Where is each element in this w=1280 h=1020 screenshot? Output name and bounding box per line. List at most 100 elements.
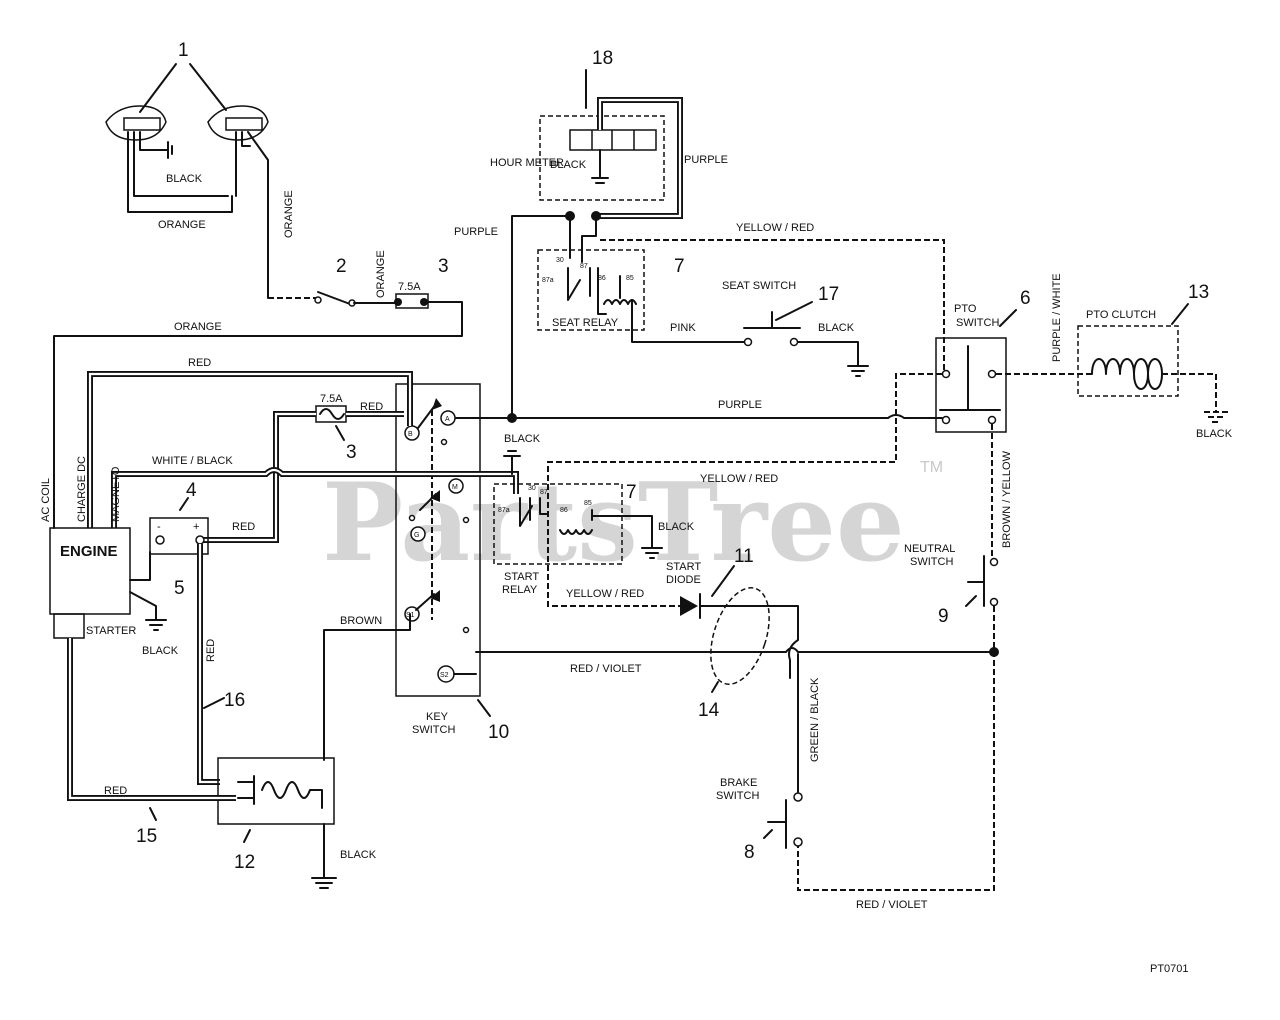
label-red-fuse: RED: [360, 401, 383, 413]
seat-relay-pin-86: 86: [598, 275, 606, 282]
callout-2: 2: [336, 256, 347, 277]
label-orange-sw: ORANGE: [375, 250, 387, 298]
callout-8: 10: [488, 722, 509, 743]
seat-relay-pin-87: 87: [580, 263, 588, 270]
label-white-black: WHITE / BLACK: [152, 455, 233, 467]
label-pink: PINK: [670, 322, 696, 334]
callout-7b: 7: [626, 482, 637, 503]
light-switch: [53, 291, 463, 529]
starter-solenoid: [67, 613, 411, 889]
starter-label: STARTER: [86, 625, 136, 637]
brake-switch-label-1: BRAKE: [720, 777, 757, 789]
label-black-meter: BLACK: [550, 159, 587, 171]
label-ac-coil: AC COIL: [40, 478, 52, 522]
start-diode-label-1: START: [666, 561, 701, 573]
label-purple-left: PURPLE: [454, 226, 498, 238]
label-green-black: GREEN / BLACK: [809, 677, 821, 762]
pto-clutch-label: PTO CLUTCH: [1086, 309, 1156, 321]
start-relay: [493, 450, 663, 565]
seat-switch-label: SEAT SWITCH: [722, 280, 796, 292]
callout-7a: 7: [674, 256, 685, 277]
key-switch-label-1: KEY: [426, 711, 449, 723]
key-switch: [395, 383, 481, 697]
fuse-rating-main: 7.5A: [320, 393, 343, 405]
callout-15: 18: [592, 48, 613, 69]
neutral-switch-label-1: NEUTRAL: [904, 543, 955, 555]
start-relay-pin-87: 87: [540, 489, 548, 496]
callout-11: 11: [734, 546, 754, 567]
pto-switch: [935, 309, 1017, 433]
seat-relay-pin-30: 30: [556, 257, 564, 264]
label-black-seat: BLACK: [818, 322, 855, 334]
hour-meter-label: HOUR METER: [490, 157, 564, 169]
callout-12: 14: [698, 700, 720, 721]
pto-clutch: [996, 303, 1228, 423]
callout-10: 9: [938, 606, 949, 627]
label-black-engine: BLACK: [142, 645, 179, 657]
label-black-solenoid: BLACK: [340, 849, 377, 861]
pto-switch-label-1: PTO: [954, 303, 977, 315]
battery-pos: +: [193, 521, 199, 533]
watermark-tm: TM: [920, 459, 943, 476]
start-relay-label-2: RELAY: [502, 584, 538, 596]
label-red-violet-bottom: RED / VIOLET: [856, 899, 928, 911]
callout-6: 6: [1020, 288, 1031, 309]
seat-relay: [537, 249, 747, 343]
seat-relay-label: SEAT RELAY: [552, 317, 619, 329]
label-orange-headlight: ORANGE: [158, 219, 206, 231]
seat-switch: [743, 301, 869, 377]
label-purple-meter: PURPLE: [684, 154, 728, 166]
callout-3a: 3: [438, 256, 449, 277]
brake-switch: [763, 653, 803, 849]
start-relay-pin-86: 86: [560, 507, 568, 514]
label-magneto: MAGNETO: [110, 466, 122, 522]
label-charge-dc: CHARGE DC: [76, 456, 88, 522]
key-terminal-s2: S2: [440, 672, 449, 679]
neutral-switch-label-2: SWITCH: [910, 556, 953, 568]
callout-4: 4: [186, 480, 197, 501]
label-yellow-red-mid: YELLOW / RED: [700, 473, 778, 485]
label-black-clutch: BLACK: [1196, 428, 1233, 440]
seat-relay-pin-87a: 87a: [542, 277, 554, 284]
main-fuse: [87, 371, 413, 543]
engine-label: ENGINE: [60, 543, 118, 560]
headlights: [105, 63, 269, 299]
label-red-top: RED: [188, 357, 211, 369]
label-yellow-red-diode: YELLOW / RED: [566, 588, 644, 600]
battery: [149, 497, 220, 785]
start-relay-pin-87a: 87a: [498, 507, 510, 514]
key-terminal-a: A: [445, 416, 450, 423]
callout-5: 5: [174, 578, 185, 599]
callout-1: 1: [178, 40, 189, 61]
label-brown-yellow: BROWN / YELLOW: [1001, 450, 1013, 548]
neutral-switch: [797, 424, 999, 891]
label-red-violet-mid: RED / VIOLET: [570, 663, 642, 675]
label-purple-main: PURPLE: [718, 399, 762, 411]
start-relay-pin-85: 85: [584, 500, 592, 507]
label-black-headlight: BLACK: [166, 173, 203, 185]
label-yellow-red-top: YELLOW / RED: [736, 222, 814, 234]
pto-switch-label-2: SWITCH: [956, 317, 999, 329]
label-orange-main: ORANGE: [174, 321, 222, 333]
label-red-starter: RED: [104, 785, 127, 797]
key-switch-label-2: SWITCH: [412, 724, 455, 736]
callout-16: 15: [136, 826, 157, 847]
figure-id: PT0701: [1150, 963, 1189, 975]
label-red-vert: RED: [205, 639, 217, 662]
callout-14: 13: [1188, 282, 1209, 303]
watermark: PartsTree: [322, 460, 905, 586]
start-relay-label-1: START: [504, 571, 539, 583]
battery-neg: -: [157, 521, 161, 533]
start-relay-pin-30: 30: [528, 485, 536, 492]
engine: [49, 527, 167, 639]
brake-switch-label-2: SWITCH: [716, 790, 759, 802]
key-terminal-b: B: [408, 431, 413, 438]
seat-relay-pin-85: 85: [626, 275, 634, 282]
callout-18: 17: [818, 284, 839, 305]
callout-3b: 3: [346, 442, 357, 463]
label-orange-vert: ORANGE: [283, 190, 295, 238]
label-black-start-relay: BLACK: [504, 433, 541, 445]
label-red-battery: RED: [232, 521, 255, 533]
